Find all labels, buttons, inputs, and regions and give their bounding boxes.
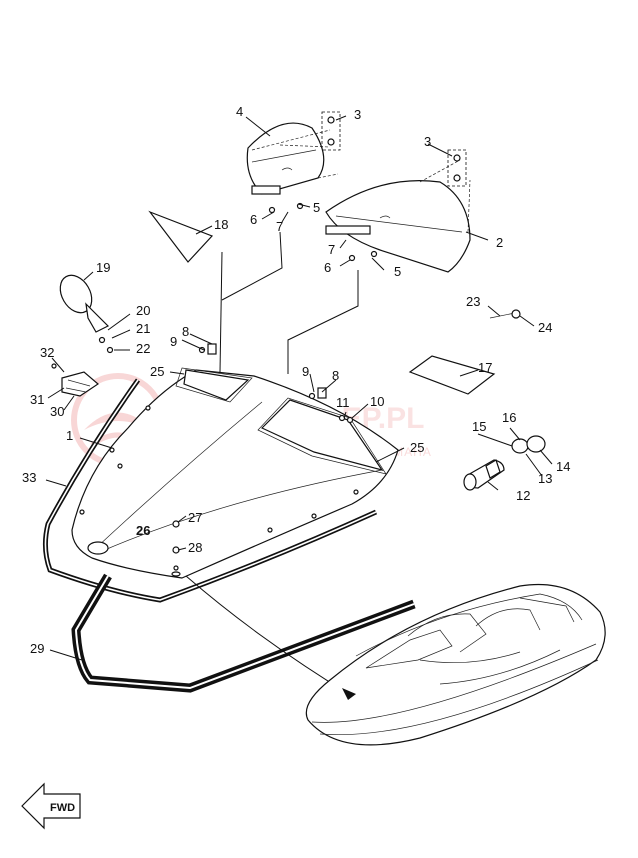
callout-22: 22 bbox=[136, 341, 150, 356]
part-right-windshield bbox=[325, 149, 471, 273]
callout-29: 29 bbox=[30, 641, 44, 656]
callout-12: 12 bbox=[516, 488, 530, 503]
part-handle-tube bbox=[463, 435, 546, 491]
callout-5: 5 bbox=[394, 264, 401, 279]
callout-7: 7 bbox=[276, 219, 283, 234]
callout-6: 6 bbox=[250, 212, 257, 227]
leader-lines bbox=[45, 115, 553, 697]
fasteners bbox=[171, 202, 378, 577]
callout-labels: 4 3 3 2 5 5 6 6 7 7 18 17 19 20 21 22 23… bbox=[22, 104, 570, 656]
callout-18: 18 bbox=[214, 217, 228, 232]
callout-30: 30 bbox=[50, 404, 64, 419]
callout-8: 8 bbox=[182, 324, 189, 339]
part-deck-cover bbox=[71, 369, 399, 579]
callout-13: 13 bbox=[538, 471, 552, 486]
fwd-direction-badge: FWD bbox=[21, 782, 81, 830]
part-decal-right bbox=[408, 355, 496, 395]
callout-9: 9 bbox=[302, 364, 309, 379]
part-mirror bbox=[59, 274, 114, 354]
part-ring-inner bbox=[511, 438, 529, 454]
callout-4: 4 bbox=[236, 104, 243, 119]
callout-10: 10 bbox=[370, 394, 384, 409]
deck-screw-holes bbox=[79, 405, 359, 571]
callout-16: 16 bbox=[502, 410, 516, 425]
callout-26: 26 bbox=[136, 523, 150, 538]
callout-32: 32 bbox=[40, 345, 54, 360]
part-gasket-right bbox=[257, 397, 387, 475]
callout-11: 11 bbox=[336, 395, 350, 410]
callout-3: 3 bbox=[354, 107, 361, 122]
callout-23: 23 bbox=[466, 294, 480, 309]
callout-1: 1 bbox=[66, 428, 73, 443]
callout-19: 19 bbox=[96, 260, 110, 275]
callout-28: 28 bbox=[188, 540, 202, 555]
callout-25: 25 bbox=[410, 440, 424, 455]
callout-21: 21 bbox=[136, 321, 150, 336]
callout-6: 6 bbox=[324, 260, 331, 275]
callout-2: 2 bbox=[496, 235, 503, 250]
callout-24: 24 bbox=[538, 320, 552, 335]
callout-25: 25 bbox=[150, 364, 164, 379]
part-ring-outer bbox=[526, 435, 546, 453]
callout-9: 9 bbox=[170, 334, 177, 349]
callout-33: 33 bbox=[22, 470, 36, 485]
callout-27: 27 bbox=[188, 510, 202, 525]
boat-illustration bbox=[305, 583, 606, 746]
part-gasket-left bbox=[175, 367, 253, 403]
callout-5: 5 bbox=[313, 200, 320, 215]
callout-15: 15 bbox=[472, 419, 486, 434]
callout-31: 31 bbox=[30, 392, 44, 407]
part-bracket bbox=[51, 363, 99, 397]
callout-8: 8 bbox=[332, 368, 339, 383]
callout-14: 14 bbox=[556, 459, 570, 474]
callout-3: 3 bbox=[424, 134, 431, 149]
fwd-label: FWD bbox=[50, 802, 75, 814]
callout-17: 17 bbox=[478, 360, 492, 375]
callout-7: 7 bbox=[328, 242, 335, 257]
part-left-windshield bbox=[246, 111, 341, 195]
callout-20: 20 bbox=[136, 303, 150, 318]
part-decal-left bbox=[148, 210, 214, 263]
fwd-arrow-icon bbox=[21, 782, 81, 830]
